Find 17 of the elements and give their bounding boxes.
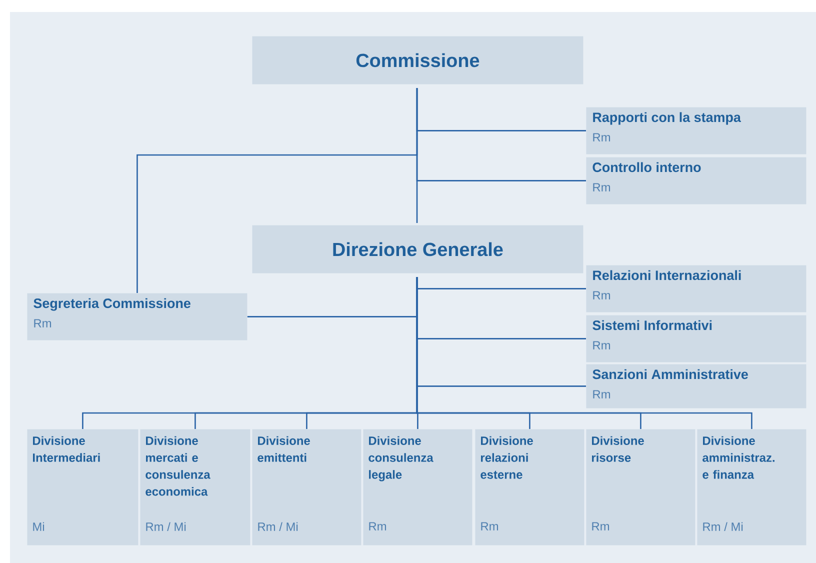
org-box: Direzione Generale [252, 225, 584, 274]
org-box: Relazioni Internazionali Rm [586, 265, 806, 312]
connector-line [416, 277, 752, 429]
org-box: Commissione [252, 36, 584, 84]
org-box: Divisione mercati e consulenza economica Rm / Mi [140, 429, 250, 546]
org-box: Divisione risorse Rm [586, 429, 696, 546]
org-box: Divisione emittenti Rm / Mi [252, 429, 362, 546]
org-box: Divisione relazioni esterne Rm [475, 429, 584, 546]
org-box: Divisione consulenza legale Rm [363, 429, 472, 546]
org-box: Divisione amministraz. e finanza Rm / Mi [697, 429, 806, 546]
connector-line [416, 88, 418, 223]
org-box: Controllo interno Rm [586, 157, 806, 204]
org-box: Sanzioni Amministrative Rm [586, 364, 806, 408]
org-box: Segreteria Commissione Rm [27, 293, 248, 340]
org-box: Rapporti con la stampa Rm [586, 107, 806, 154]
org-box: Divisione Intermediari Mi [27, 429, 138, 546]
org-box: Sistemi Informativi Rm [586, 315, 806, 362]
